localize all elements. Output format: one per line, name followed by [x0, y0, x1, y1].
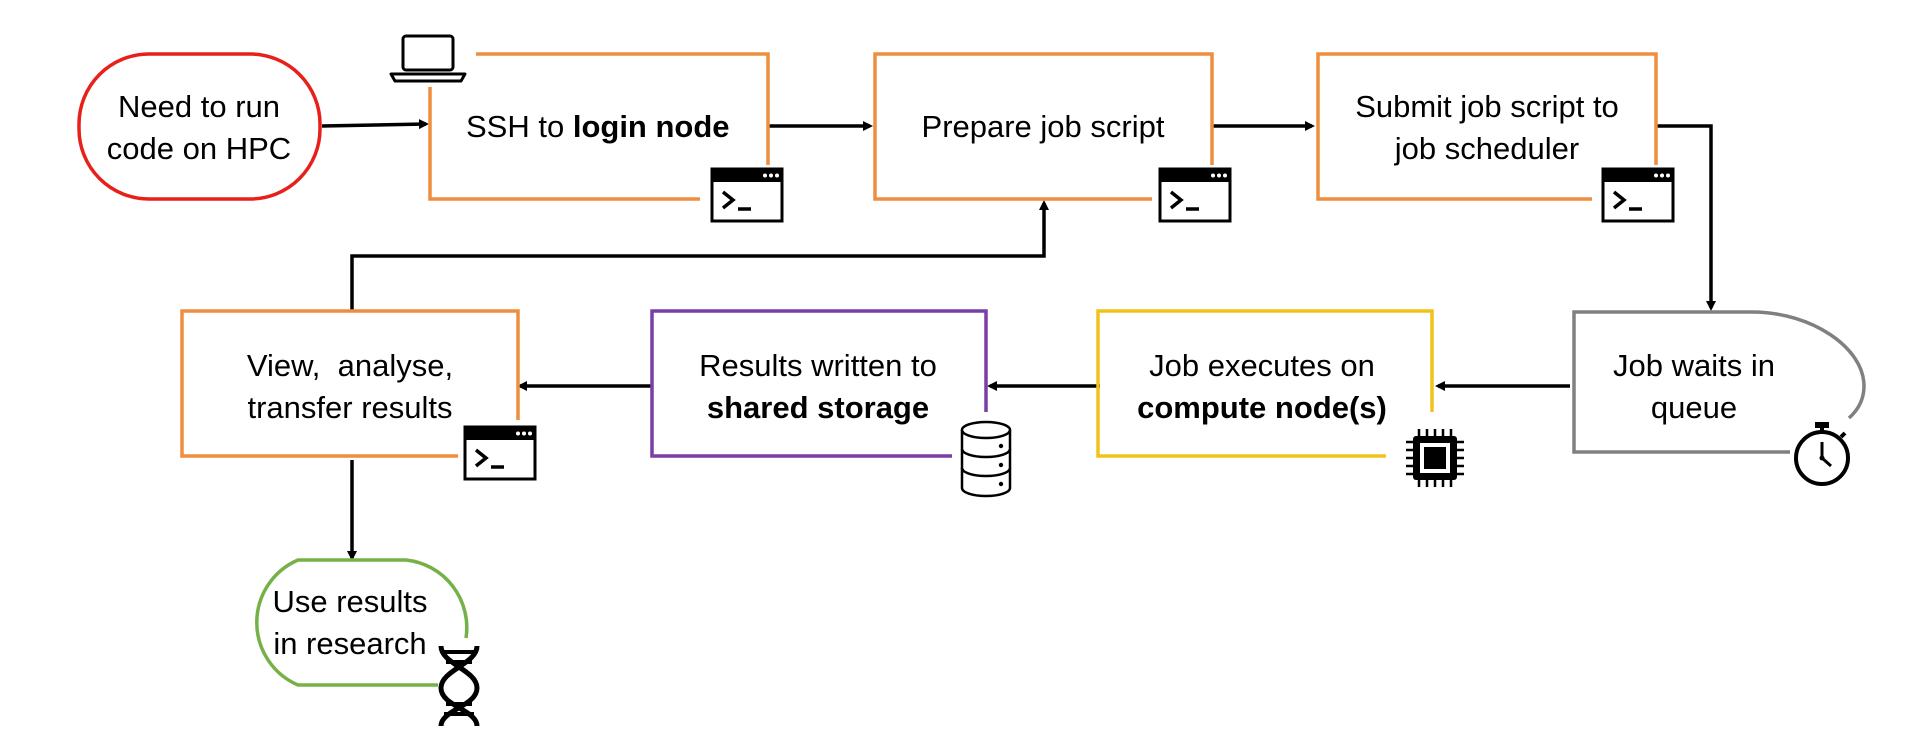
terminal-icon [463, 425, 537, 481]
node-view: View, analyse, transfer results [180, 309, 537, 481]
node-ssh: SSH to login node [389, 34, 784, 223]
use-shape [255, 558, 469, 687]
database-icon [960, 420, 1012, 498]
start-label-line2: code on HPC [107, 131, 291, 166]
execute-box [1096, 309, 1434, 458]
dna-icon [438, 645, 480, 727]
start-label-line1: Need to run [118, 89, 280, 124]
prepare-box [873, 52, 1214, 201]
ssh-box [428, 52, 770, 201]
node-queue: Job waits in queue [1572, 310, 1866, 486]
queue-label-line2: queue [1651, 390, 1737, 425]
laptop-icon [389, 34, 467, 83]
queue-shape [1572, 310, 1866, 454]
node-prepare: Prepare job script [873, 52, 1232, 223]
edge-submit-to-queue [1656, 124, 1716, 311]
terminal-icon [1601, 167, 1675, 223]
terminal-icon [710, 167, 784, 223]
use-label-line2: in research [273, 626, 426, 661]
node-start: Need to run code on HPC [77, 52, 322, 201]
cpu-chip-icon [1406, 429, 1464, 487]
ssh-label-bold: login node [573, 109, 730, 144]
submit-label-line2: job scheduler [1394, 131, 1579, 166]
start-shape [77, 52, 322, 201]
results-label-line1: Results written to [699, 348, 937, 383]
node-results: Results written to shared storage [650, 309, 1012, 498]
view-label-line1: View, analyse, [247, 348, 453, 383]
node-use: Use results in research [255, 558, 480, 727]
ssh-label: SSH to login node [466, 109, 730, 144]
execute-label-line1: Job executes on [1149, 348, 1375, 383]
prepare-label: Prepare job script [922, 109, 1165, 144]
view-box [180, 309, 520, 458]
results-label-line2: shared storage [707, 390, 929, 425]
use-label-line1: Use results [272, 584, 427, 619]
node-submit: Submit job script to job scheduler [1316, 52, 1675, 223]
edge-start-to-ssh [321, 119, 429, 130]
edge-view-to-prepare [350, 200, 1049, 312]
terminal-icon [1158, 167, 1232, 223]
submit-label-line1: Submit job script to [1355, 89, 1619, 124]
edges [321, 119, 1716, 561]
stopwatch-icon [1794, 422, 1850, 486]
submit-box [1316, 52, 1658, 201]
view-label-line2: transfer results [247, 390, 452, 425]
execute-label-line2: compute node(s) [1137, 390, 1387, 425]
node-execute: Job executes on compute node(s) [1096, 309, 1464, 487]
ssh-label-prefix: SSH to [466, 109, 573, 144]
results-box [650, 309, 988, 458]
queue-label-line1: Job waits in [1613, 348, 1775, 383]
